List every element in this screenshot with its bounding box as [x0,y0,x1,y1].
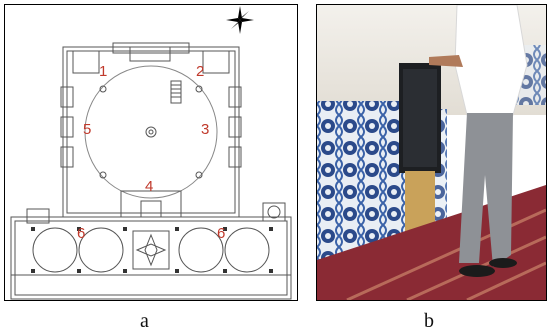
floor-plan-drawing [10,42,292,300]
plan-number-3: 3 [201,121,210,138]
plan-number-4: 4 [145,178,154,195]
floor-plan-panel: 1 2 3 4 5 6 6 [4,4,298,301]
mosque-interior-photo [317,5,546,300]
plan-number-2: 2 [196,63,205,80]
plan-number-1: 1 [99,63,108,80]
plan-number-6-right: 6 [217,225,226,242]
panel-b-caption: b [424,310,434,332]
plan-number-6-left: 6 [77,225,86,242]
panel-a-caption: a [140,310,149,332]
measurement-photo-panel [316,4,547,301]
plan-number-5: 5 [83,121,92,138]
compass-star-icon [226,6,254,34]
